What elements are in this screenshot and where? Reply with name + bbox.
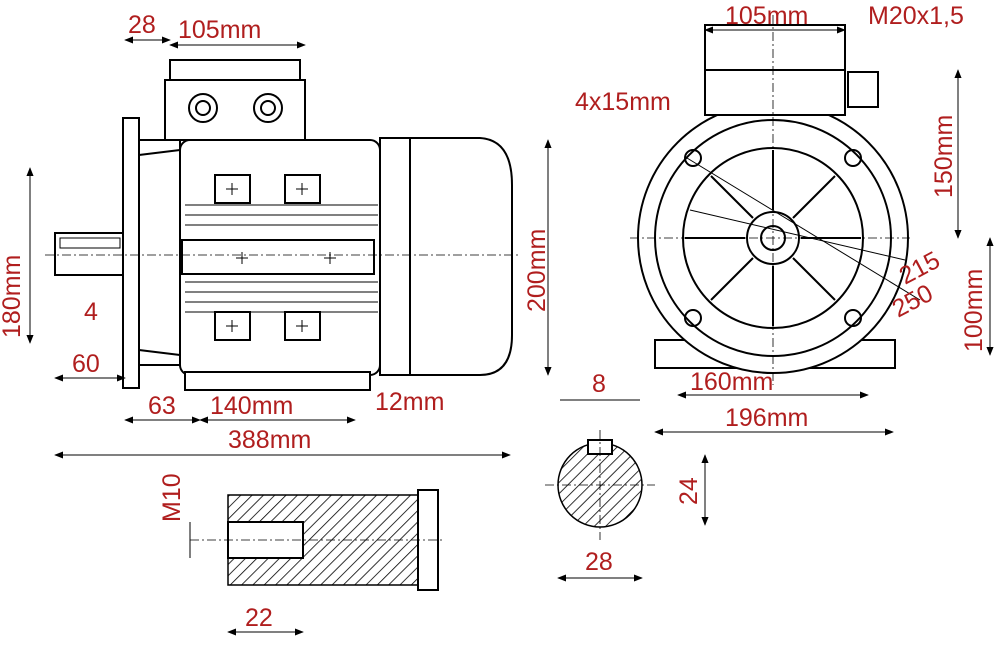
dim-flange-to-foot: 63 <box>148 392 176 420</box>
flange-spigot <box>139 139 181 366</box>
thread-detail <box>190 489 445 591</box>
dim-terminal-box-side: 105mm <box>178 16 261 44</box>
threaded-bore <box>227 521 304 559</box>
dim-flange-height: 180mm <box>0 255 26 338</box>
dim-terminal-box-front: 105mm <box>725 2 808 30</box>
dim-overall-length: 388mm <box>228 426 311 454</box>
terminal-box-side <box>164 79 306 141</box>
flange-plate <box>122 117 140 389</box>
shaft-key <box>59 237 121 249</box>
cable-entry <box>188 93 218 123</box>
terminal-box-front <box>704 24 846 71</box>
dim-foot-holes-front: 160mm <box>690 368 773 396</box>
dim-cable-gland: M20x1,5 <box>868 2 964 30</box>
dimension-lines <box>26 26 994 636</box>
cooling-fins <box>185 204 378 313</box>
dim-foot-holes-side: 140mm <box>210 392 293 420</box>
mounting-holes <box>684 149 862 327</box>
mount-lug <box>284 174 321 204</box>
foot-side <box>184 371 371 391</box>
shaft-section <box>545 430 655 540</box>
dim-shaft-top: 150mm <box>930 115 958 198</box>
dim-overall-height: 200mm <box>523 229 551 312</box>
dim-key-width: 8 <box>592 370 606 398</box>
dim-thread-depth: 22 <box>245 604 273 632</box>
cable-gland <box>847 71 879 108</box>
dim-shaft-height: 100mm <box>960 269 988 352</box>
terminal-box-body <box>704 69 846 116</box>
dimension-labels: 28 105mm 105mm M20x1,5 4x15mm 180mm 4 60… <box>0 2 988 632</box>
dim-shaft-length: 60 <box>72 350 100 378</box>
dim-thread-size: M10 <box>158 473 186 522</box>
fan-cover-side <box>379 137 513 376</box>
dim-shaft-key-height: 24 <box>675 477 703 505</box>
front-view <box>630 15 921 385</box>
mount-lug <box>284 311 321 341</box>
dim-shaft-diameter: 28 <box>585 548 613 576</box>
dim-key-offset: 4 <box>84 298 98 326</box>
dim-flange-offset: 28 <box>128 11 156 39</box>
center-band <box>181 239 375 275</box>
cable-entry <box>253 93 283 123</box>
dim-foot-small: 12mm <box>375 388 444 416</box>
side-view <box>45 59 520 391</box>
dim-foot-width: 196mm <box>725 404 808 432</box>
shaft-side <box>54 232 131 276</box>
terminal-box-lid <box>169 59 301 81</box>
dim-mounting-holes: 4x15mm <box>575 88 671 116</box>
